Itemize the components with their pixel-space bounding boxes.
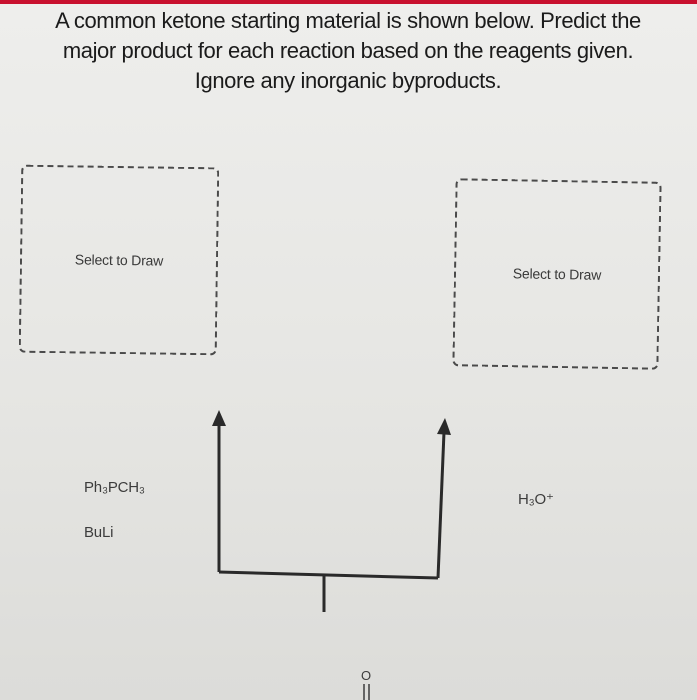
- prompt-line-3: Ignore any inorganic byproducts.: [194, 68, 502, 93]
- question-prompt: A common ketone starting material is sho…: [8, 6, 688, 96]
- question-panel: [0, 4, 697, 700]
- product-draw-box-left[interactable]: Select to Draw: [18, 164, 220, 356]
- reagent-wittig-salt: Ph₃PCH₃: [84, 479, 145, 496]
- select-to-draw-label: Select to Draw: [512, 265, 602, 283]
- prompt-line-2: major product for each reaction based on…: [62, 38, 634, 63]
- top-accent-bar: [0, 0, 697, 4]
- prompt-line-1: A common ketone starting material is sho…: [55, 8, 641, 33]
- product-draw-box-right[interactable]: Select to Draw: [452, 178, 662, 370]
- reagent-acid: H₃O⁺: [518, 491, 554, 508]
- reagent-base: BuLi: [84, 524, 114, 541]
- select-to-draw-label: Select to Draw: [74, 251, 164, 269]
- ketone-oxygen-label: O: [361, 668, 372, 683]
